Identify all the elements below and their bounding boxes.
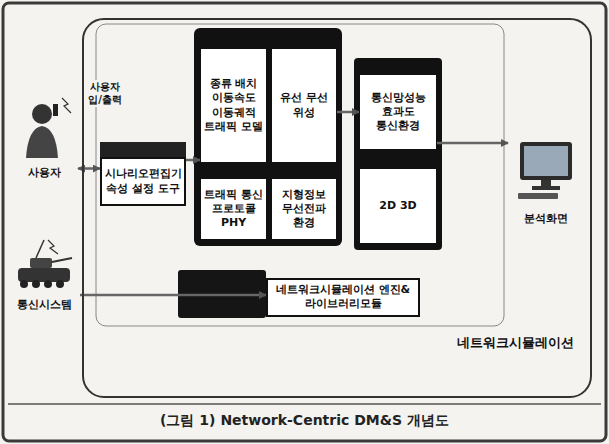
monitor-base [532,186,560,190]
editor-box: 시나리오편집기 속성 설정 도구 [100,157,186,206]
network-cell: 유선 무선 위성 [271,48,337,163]
io-label: 사용자 입/출력 [84,80,126,107]
vehicle-turret [30,258,52,268]
vehicle-barrel [52,258,72,262]
caption-rule [8,403,601,405]
model-block [194,28,342,246]
environment-cell: 지형정보 무선전파 환경 [271,178,337,240]
antenna [36,240,44,258]
flow-arrow [437,142,508,145]
monitor-case [520,142,572,180]
engine-box: 네트워크시뮬레이션 엔진&라이브러리모듈 [266,278,420,317]
node-text: 유선 무선 위성 [275,91,333,120]
output-block [354,58,442,250]
node-text: 분석화면 [524,211,568,226]
node-text: 사용자 [28,165,61,180]
user-body [26,126,58,158]
flow-arrow [80,294,266,297]
vehicle-wheel [32,280,40,288]
vehicle-body [18,268,70,282]
monitor-screen [524,146,568,176]
vehicle-wheel [20,280,28,288]
flow-arrow [337,111,359,114]
node-text: 2D 3D [379,199,416,213]
node-text: 네트워크시뮬레이션 엔진&라이브러리모듈 [271,283,415,312]
user-head [32,104,52,124]
figure-caption: (그림 1) Network-Centric DM&S 개념도 [0,412,609,430]
signal-mark [48,240,58,254]
vehicle-wheel [56,280,64,288]
node-text: 시나리오편집기 속성 설정 도구 [105,167,182,196]
figure-frame [3,3,606,441]
boundary-title: 네트워크시뮬레이션 [457,334,574,352]
analysis-cell: 통신망성능 효과도 통신환경 [359,74,437,150]
monitor-figure: 분석화면 [508,136,584,226]
display-cell: 2D 3D [359,168,437,244]
model-cell: 종류 배치 이동속도 이동궤적 트래픽 모델 [200,48,267,163]
node-text: 통신망성능 효과도 통신환경 [363,91,433,134]
protocol-cell: 트래픽 통신 프로토콜 PHY [200,178,267,240]
keyboard [518,193,558,199]
user-phone [53,104,58,116]
monitor-stand [541,180,551,186]
node-text: 지형정보 무선전파 환경 [275,188,333,231]
comm-system-figure: 통신시스템 [8,238,80,312]
node-text: 트래픽 통신 프로토콜 PHY [204,188,263,231]
node-text: 종류 배치 이동속도 이동궤적 트래픽 모델 [204,77,263,134]
node-text: 통신시스템 [17,297,72,312]
inner-frame [96,24,504,326]
header-bar [100,142,186,157]
flow-arrow [186,159,200,162]
signal-mark [62,98,71,113]
user-figure: 사용자 [10,98,78,180]
vehicle-wheel [44,280,52,288]
system-boundary: 네트워크시뮬레이션 시나리오편집기 속성 설정 도구 종류 배치 이동속도 이동궤적… [82,18,592,398]
